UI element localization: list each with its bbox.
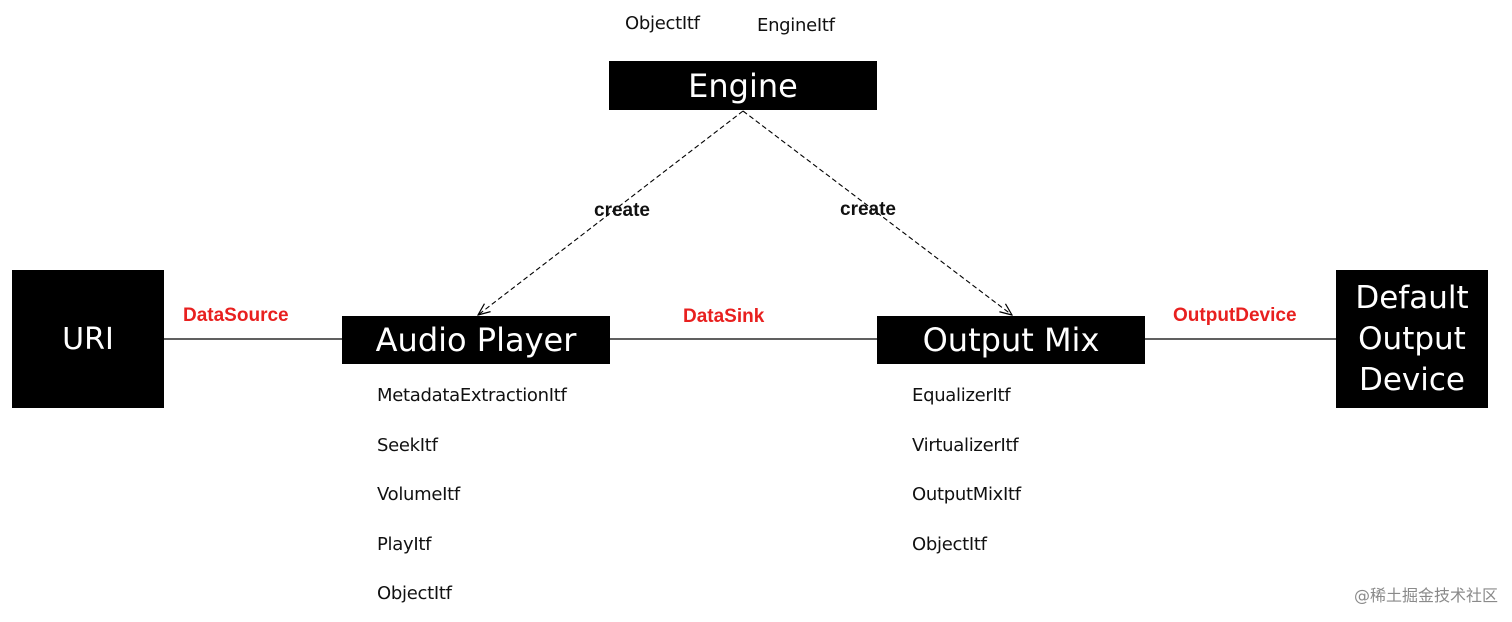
engine-interface-engineitf: EngineItf — [757, 15, 835, 36]
engine-box: Engine — [609, 61, 877, 110]
outputdevice-label: OutputDevice — [1173, 305, 1297, 326]
engine-to-output-mix-arrow — [742, 110, 1012, 315]
device-label-line-1: Default — [1355, 279, 1469, 316]
device-label-line-2: Output — [1358, 320, 1466, 357]
audio-player-box: Audio Player — [342, 316, 610, 364]
output-mix-interface-virtualizeritf: VirtualizerItf — [912, 435, 1019, 456]
audio-player-interface-objectitf: ObjectItf — [377, 583, 452, 604]
uri-box: URI — [12, 270, 164, 408]
engine-interface-objectitf: ObjectItf — [625, 13, 700, 34]
datasource-label: DataSource — [183, 305, 289, 326]
create-label-output-mix: create — [840, 199, 896, 220]
output-mix-interface-equalizeritf: EqualizerItf — [912, 385, 1011, 406]
audio-player-interface-metadataextractionitf: MetadataExtractionItf — [377, 385, 567, 406]
output-mix-label: Output Mix — [922, 321, 1100, 359]
audio-player-interface-volumeitf: VolumeItf — [377, 484, 460, 505]
default-output-device-box: Default Output Device — [1336, 270, 1488, 408]
watermark: @稀土掘金技术社区 — [1353, 586, 1498, 605]
audio-player-interface-playitf: PlayItf — [377, 534, 432, 555]
create-label-audio-player: create — [594, 200, 650, 221]
output-mix-box: Output Mix — [877, 316, 1145, 364]
uri-label: URI — [62, 321, 114, 357]
output-mix-interface-objectitf: ObjectItf — [912, 534, 987, 555]
datasink-label: DataSink — [683, 306, 765, 327]
audio-player-interface-seekitf: SeekItf — [377, 435, 438, 456]
device-label-line-3: Device — [1358, 361, 1466, 398]
output-mix-interface-outputmixitf: OutputMixItf — [912, 484, 1021, 505]
audio-player-label: Audio Player — [375, 321, 577, 359]
engine-label: Engine — [688, 66, 798, 105]
